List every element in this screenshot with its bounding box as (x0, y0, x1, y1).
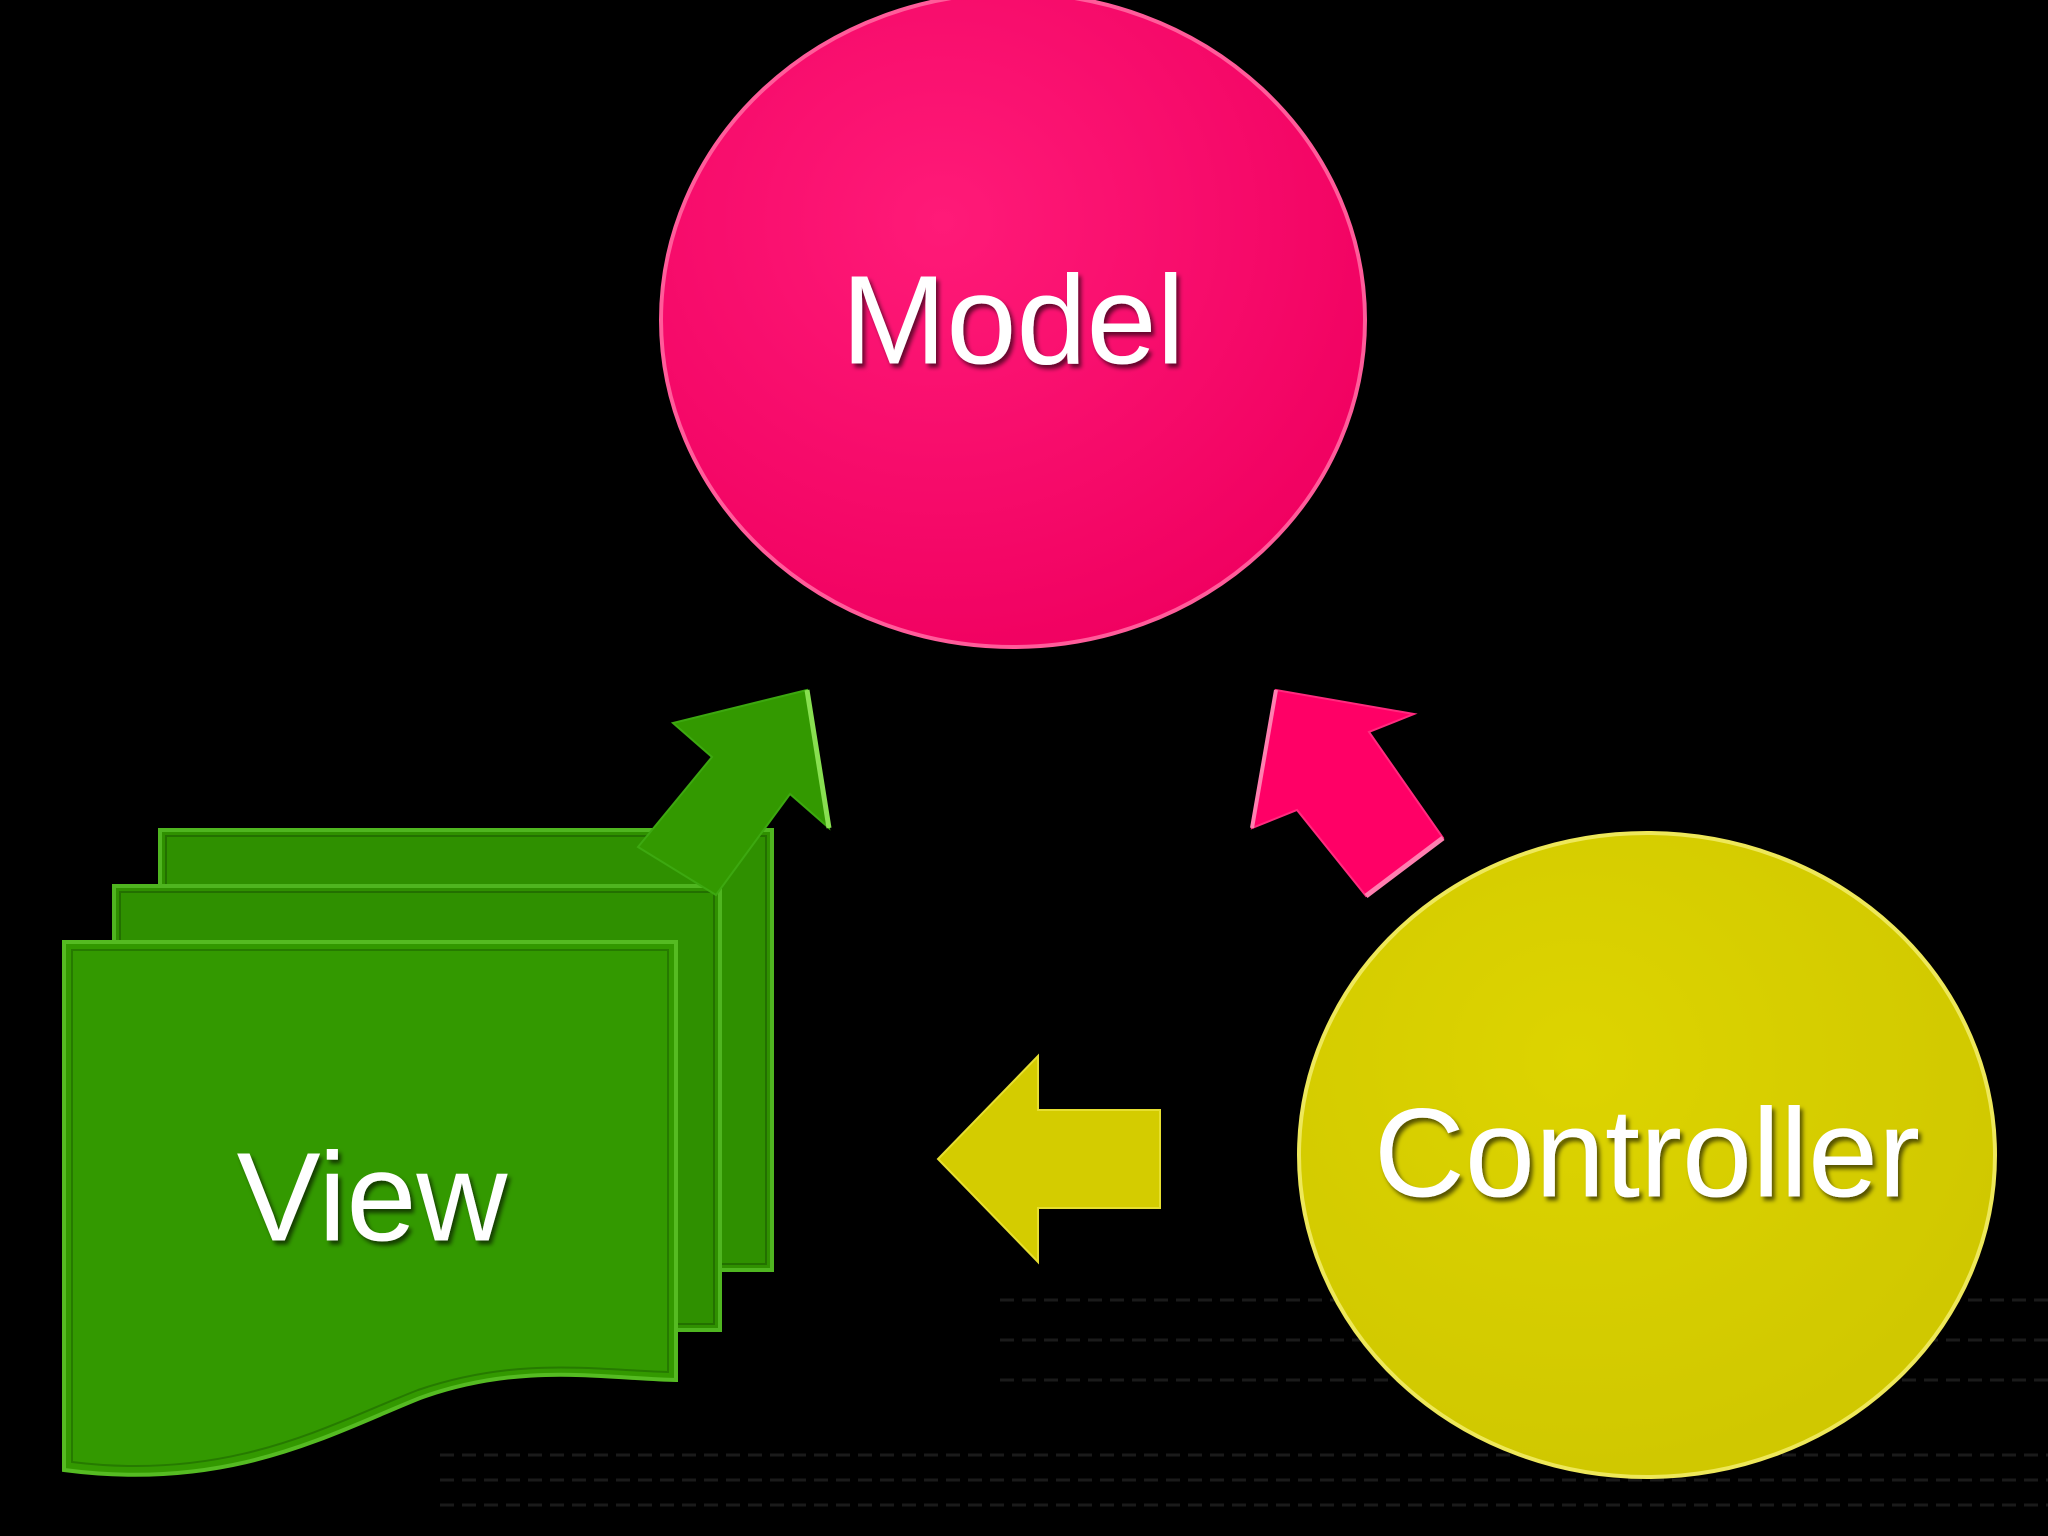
arrow-up-left-icon (1250, 688, 1445, 898)
arrow-left-icon (936, 1053, 1161, 1265)
controller-node: Controller (1297, 831, 1997, 1479)
arrow-up-right-icon (636, 688, 832, 897)
view-page-front (62, 940, 678, 1477)
view-node: View (62, 828, 774, 1477)
model-node: Model (659, 0, 1367, 649)
background-reflection (440, 1298, 2048, 1507)
view-label: View (237, 1126, 509, 1267)
controller-label: Controller (1374, 1082, 1920, 1223)
model-label: Model (841, 249, 1184, 390)
